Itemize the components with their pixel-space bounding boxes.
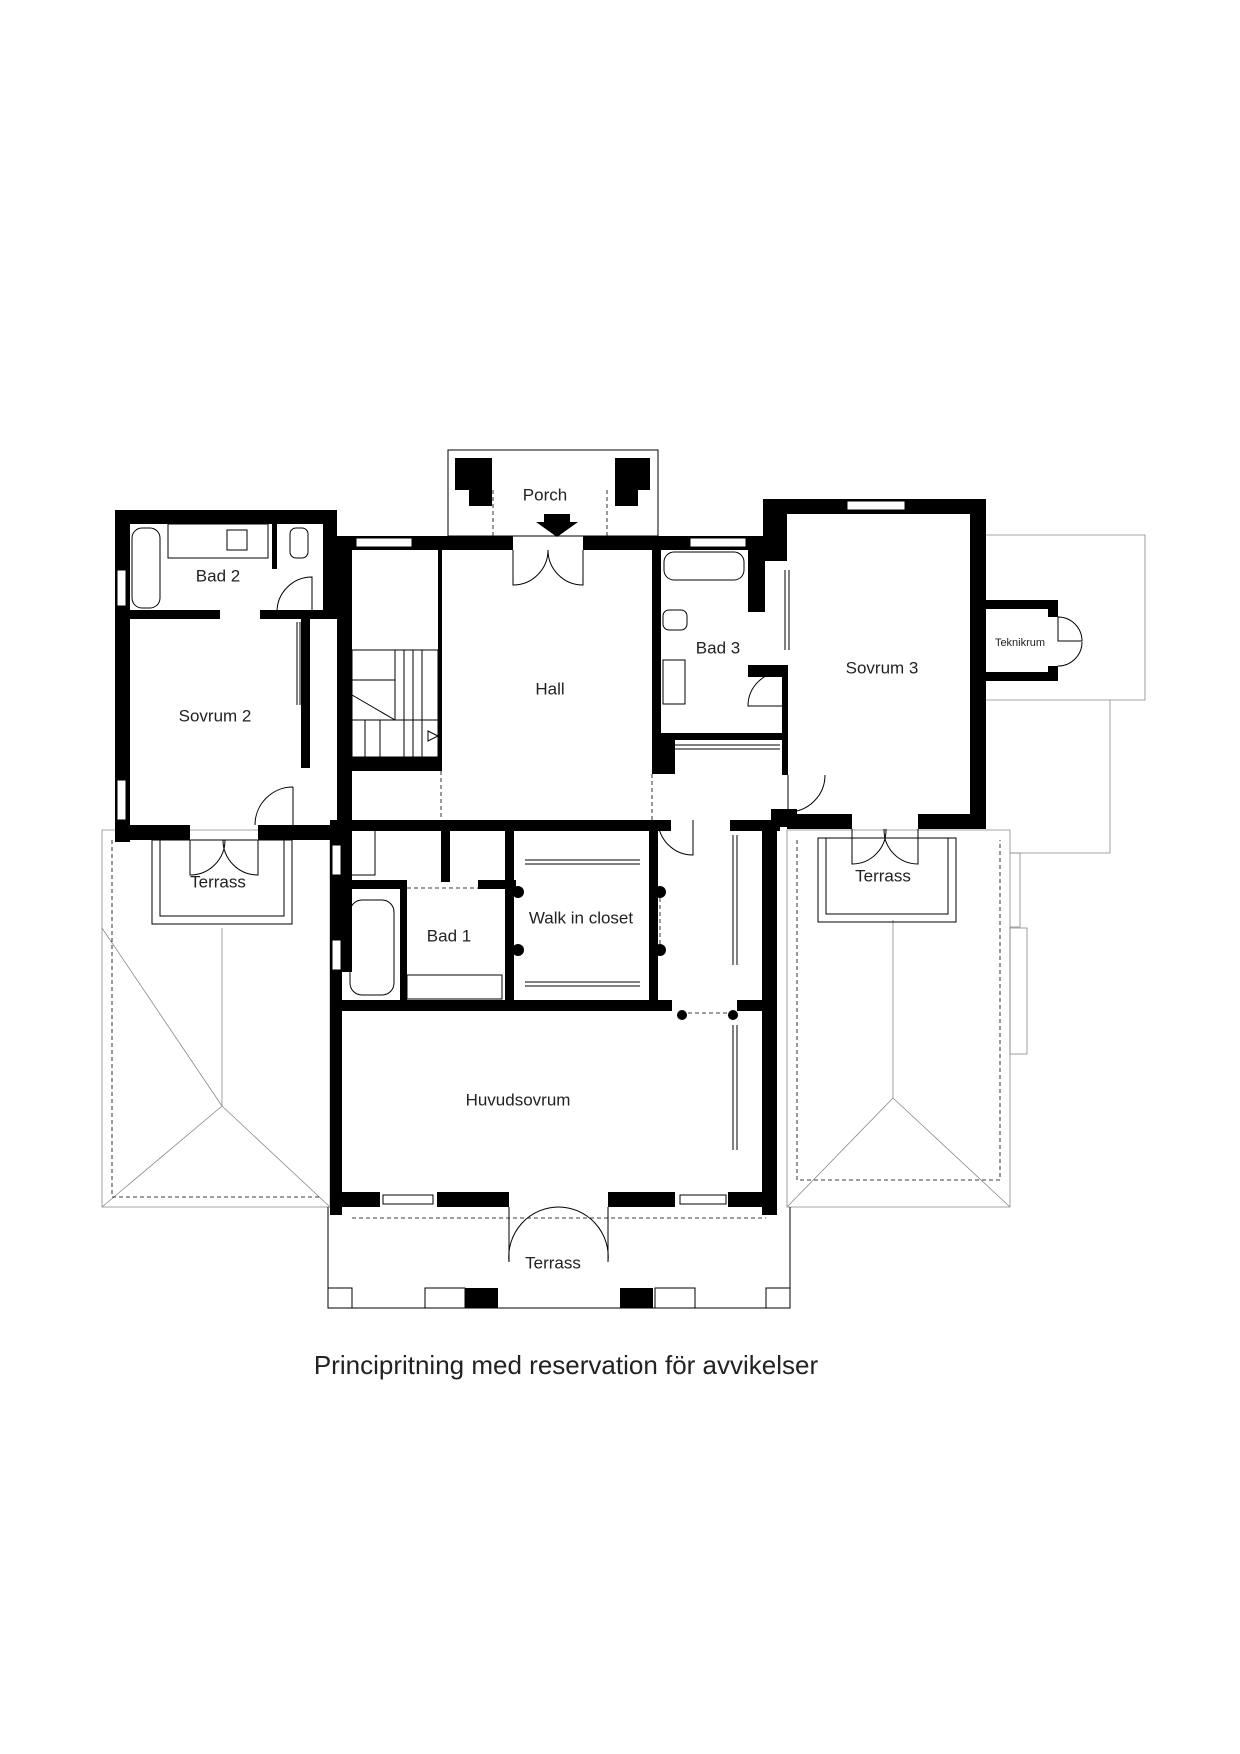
windows	[116, 500, 906, 1205]
label-terrass-right: Terrass	[855, 866, 911, 885]
label-porch: Porch	[523, 485, 567, 504]
label-terrass-bottom: Terrass	[525, 1253, 581, 1272]
room-labels: Porch Bad 2 Sovrum 2 Hall Bad 3 Sovrum 3…	[179, 485, 1045, 1272]
label-sovrum-2: Sovrum 2	[179, 706, 252, 725]
label-hall: Hall	[535, 679, 564, 698]
label-sovrum-3: Sovrum 3	[846, 658, 919, 677]
plan-caption: Principritning med reservation för avvik…	[314, 1350, 819, 1380]
label-teknikrum: Teknikrum	[995, 637, 1045, 649]
label-walk-in-closet: Walk in closet	[529, 908, 634, 927]
roof-outlines	[101, 449, 1146, 1309]
label-bad-2: Bad 2	[196, 566, 240, 585]
label-terrass-left: Terrass	[190, 872, 246, 891]
walls	[115, 458, 1058, 1308]
label-huvudsovrum: Huvudsovrum	[466, 1090, 571, 1109]
label-bad-3: Bad 3	[696, 638, 740, 657]
fixtures	[131, 523, 1083, 1263]
label-bad-1: Bad 1	[427, 926, 471, 945]
